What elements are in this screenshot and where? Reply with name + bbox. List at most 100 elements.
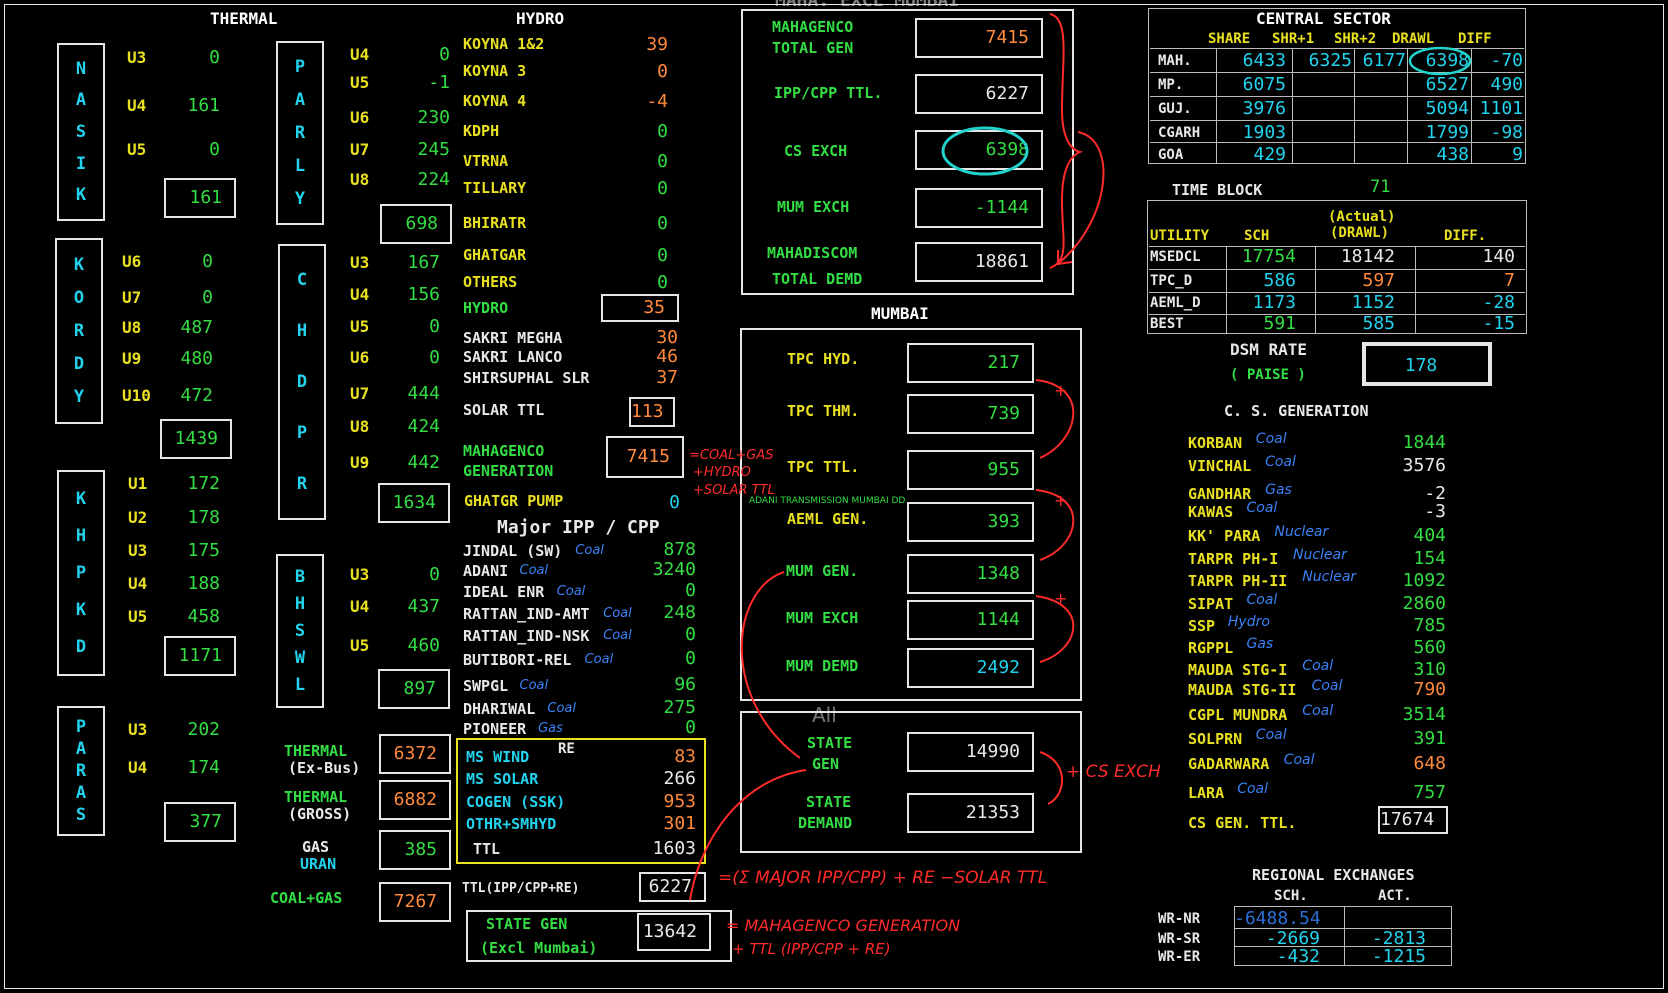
maha-row-value: -1144 bbox=[915, 188, 1043, 228]
csgen-item-label: SOLPRN bbox=[1188, 730, 1243, 748]
utility-actual: 18142 bbox=[1340, 246, 1395, 267]
csgen-ttl-label: CS GEN. TTL. bbox=[1188, 814, 1297, 832]
unit-label: U9 bbox=[122, 349, 142, 368]
page-frame bbox=[4, 4, 1664, 989]
re-item-value: 953 bbox=[663, 791, 696, 812]
ipp-title: Major IPP / CPP bbox=[497, 517, 660, 538]
unit-label: U5 bbox=[350, 73, 370, 92]
unit-value: -1 bbox=[428, 72, 450, 93]
hydro-item-value: -4 bbox=[646, 91, 668, 112]
solar-item-value: 30 bbox=[656, 327, 678, 348]
central-vline bbox=[1407, 48, 1408, 164]
unit-value: 437 bbox=[407, 596, 440, 617]
utility-hline bbox=[1149, 292, 1525, 293]
re-note: RE bbox=[558, 741, 575, 757]
csgen-fuel-note: Hydro bbox=[1227, 614, 1270, 630]
plant-letter: D bbox=[296, 371, 308, 392]
ttl-ipp-value: 6227 bbox=[639, 872, 706, 902]
mahagenco-gen-label1: MAHAGENCO bbox=[463, 442, 545, 460]
ipp-fuel-note: Coal bbox=[547, 701, 576, 716]
utility-header: DIFF. bbox=[1444, 228, 1487, 244]
plant-total-khpkd: 1171 bbox=[164, 636, 236, 676]
solar-item-label: SAKRI MEGHA bbox=[463, 329, 563, 347]
unit-value: 0 bbox=[429, 564, 440, 585]
ipp-fuel-note: Gas bbox=[538, 721, 563, 736]
hydro-total: 35 bbox=[601, 294, 679, 322]
hydro-item-value: 0 bbox=[657, 213, 668, 234]
central-row-name: GUJ. bbox=[1158, 101, 1192, 117]
csgen-item-label: KAWAS bbox=[1188, 503, 1234, 521]
utility-sch: 586 bbox=[1263, 270, 1296, 291]
hydro-item-label: GHATGAR bbox=[463, 246, 527, 264]
mumbai-row-label: TPC HYD. bbox=[787, 350, 860, 368]
anno-plus-1: + bbox=[1054, 381, 1068, 400]
mumbai-panel bbox=[740, 328, 1082, 701]
mumbai-row-value: 217 bbox=[907, 343, 1034, 383]
mumbai-title: MUMBAI bbox=[871, 304, 929, 323]
summary-value: 7267 bbox=[379, 882, 451, 922]
csgen-ttl-value: 17674 bbox=[1378, 806, 1448, 834]
regional-row-name: WR-NR bbox=[1158, 911, 1201, 927]
hydro-item-value: 0 bbox=[657, 178, 668, 199]
maha-row-label1: MAHAGENCO bbox=[772, 18, 854, 36]
unit-value: 0 bbox=[439, 44, 450, 65]
unit-label: U4 bbox=[350, 597, 370, 616]
mahagenco-gen-value: 7415 bbox=[606, 436, 684, 478]
solar-item-label: SAKRI LANCO bbox=[463, 348, 563, 366]
unit-value: 472 bbox=[180, 385, 213, 406]
maha-row-label1: IPP/CPP TTL. bbox=[774, 84, 883, 102]
plant-letter: C bbox=[296, 269, 308, 290]
csgen-item-label: LARA bbox=[1188, 784, 1225, 802]
regional-header-act: ACT. bbox=[1378, 888, 1412, 904]
csgen-fuel-note: Nuclear bbox=[1274, 524, 1329, 540]
csgen-item-value: 757 bbox=[1413, 782, 1446, 803]
ipp-item-label: BUTIBORI-REL bbox=[463, 651, 572, 669]
central-header: SHARE bbox=[1208, 31, 1251, 47]
csgen-item-value: 790 bbox=[1413, 679, 1446, 700]
plant-letter: L bbox=[294, 674, 306, 695]
csgen-item-value: 1092 bbox=[1402, 570, 1446, 591]
unit-label: U7 bbox=[350, 140, 370, 159]
utility-row-name: MSEDCL bbox=[1150, 249, 1201, 265]
unit-label: U4 bbox=[350, 45, 370, 64]
unit-value: 0 bbox=[209, 139, 220, 160]
ipp-item-value: 0 bbox=[685, 624, 696, 645]
unit-value: 458 bbox=[187, 606, 220, 627]
anno-mahagenco-2: +HYDRO bbox=[693, 465, 751, 480]
solar-item-label: SHIRSUPHAL SLR bbox=[463, 369, 590, 387]
state-gen-excl-label2: (Excl Mumbai) bbox=[480, 939, 598, 957]
plant-total-kordy: 1439 bbox=[160, 419, 232, 459]
csgen-fuel-note: Coal bbox=[1237, 781, 1268, 797]
plant-letter: D bbox=[75, 637, 87, 658]
dsm-unit: ( PAISE ) bbox=[1230, 367, 1306, 383]
maha-row-label1: MUM EXCH bbox=[777, 198, 850, 216]
anno-cs-exch: + CS EXCH bbox=[1066, 762, 1161, 782]
utility-vline bbox=[1415, 246, 1416, 334]
plant-letter: I bbox=[75, 153, 87, 174]
regional-sch: -6488.54 bbox=[1234, 908, 1321, 929]
regional-row-name: WR-SR bbox=[1158, 931, 1201, 947]
plant-total-paras: 377 bbox=[164, 802, 236, 842]
csgen-item-value: 560 bbox=[1413, 637, 1446, 658]
unit-label: U7 bbox=[122, 288, 142, 307]
plant-letter: W bbox=[294, 647, 306, 668]
ipp-fuel-note: Coal bbox=[575, 543, 604, 558]
mumbai-row-value: 1144 bbox=[907, 600, 1034, 640]
hydro-item-label: KOYNA 3 bbox=[463, 62, 527, 80]
central-hline bbox=[1150, 72, 1524, 73]
state-demand-label2: DEMAND bbox=[798, 814, 853, 832]
central-header: DIFF bbox=[1458, 31, 1492, 47]
utility-actual: 597 bbox=[1362, 270, 1395, 291]
plant-letter: A bbox=[75, 739, 87, 759]
csgen-item-value: 3514 bbox=[1402, 704, 1446, 725]
central-cell: 5094 bbox=[1425, 98, 1469, 119]
unit-value: 0 bbox=[209, 47, 220, 68]
plant-letter: H bbox=[296, 320, 308, 341]
plant-total-parly: 698 bbox=[380, 204, 452, 244]
hydro-item-value: 0 bbox=[657, 245, 668, 266]
plant-letter: Y bbox=[294, 188, 306, 209]
csgen-item-value: 785 bbox=[1413, 615, 1446, 636]
